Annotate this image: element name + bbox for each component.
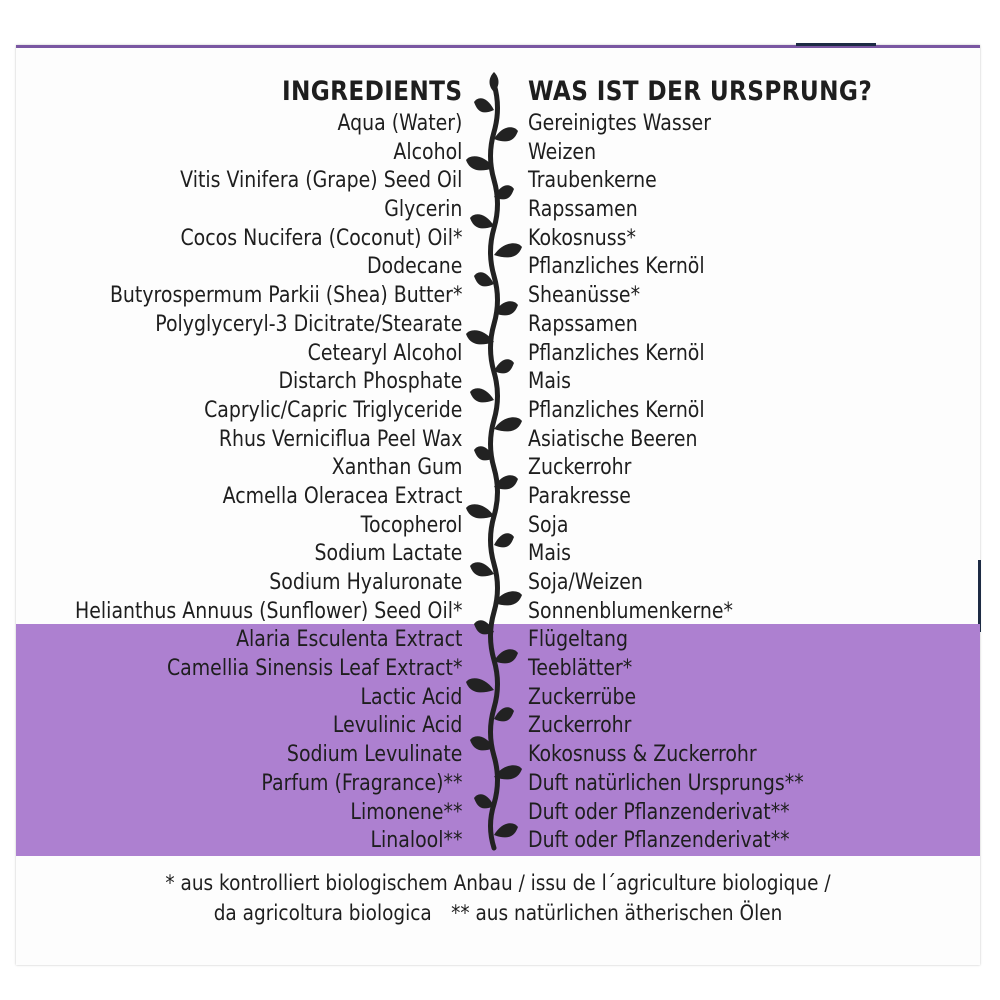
leaf-icon <box>474 446 494 461</box>
origin-column: WAS IST DER URSPRUNG? Gereinigtes Wasser… <box>528 74 928 856</box>
leaf-icon <box>474 272 494 287</box>
ingredient-name: Lactic Acid <box>360 684 462 710</box>
ingredient-origin: Rapssamen <box>528 311 638 337</box>
ingredient-origin: Zuckerrohr <box>528 713 632 739</box>
footnote-line-2: da agricoltura biologica ** aus natürlich… <box>74 898 922 928</box>
ingredient-origin: Pflanzliches Kernöl <box>528 397 705 423</box>
ingredient-name: Camellia Sinensis Leaf Extract* <box>166 656 462 682</box>
leaf-icon <box>494 243 522 258</box>
ingredient-origin: Kokosnuss & Zuckerrohr <box>528 742 757 768</box>
ingredient-origin: Duft oder Pflanzenderivat** <box>528 799 790 825</box>
leaf-icon <box>494 417 522 432</box>
ingredient-origin: Mais <box>528 369 572 395</box>
ingredient-name: Caprylic/Capric Triglyceride <box>203 397 462 423</box>
leaf-icon <box>466 504 494 519</box>
ingredient-name: Cetearyl Alcohol <box>307 340 462 366</box>
footnote-line-1: * aus kontrolliert biologischem Anbau / … <box>165 871 831 895</box>
ingredient-origin: Soja <box>528 512 569 538</box>
ingredient-name: Acmella Oleracea Extract <box>222 483 462 509</box>
ingredient-name: Sodium Hyaluronate <box>268 570 462 595</box>
ingredient-origin: Kokosnuss* <box>528 225 636 251</box>
ingredient-origin: Duft natürlichen Ursprungs** <box>528 770 804 796</box>
package-edge-mark <box>796 43 876 46</box>
ingredient-origin: Rapssamen <box>528 197 638 223</box>
leaf-icon <box>474 620 494 635</box>
ingredient-name: Xanthan Gum <box>331 455 462 481</box>
leaf-icon <box>494 127 518 142</box>
ingredient-origin: Asiatische Beeren <box>528 426 698 452</box>
leaf-icon <box>466 330 494 345</box>
ingredient-origin: Zuckerrohr <box>528 455 632 481</box>
leaf-icon <box>474 98 494 113</box>
ingredient-origin: Zuckerrübe <box>528 684 637 710</box>
highlight-band <box>16 624 980 856</box>
ingredient-name: Tocopherol <box>360 512 462 538</box>
ingredient-name: Aqua (Water) <box>337 111 462 136</box>
leaf-icon <box>494 359 514 374</box>
ingredient-name: Linalool** <box>370 828 462 854</box>
ingredient-name: Cocos Nucifera (Coconut) Oil* <box>180 225 462 251</box>
ingredient-origin: Soja/Weizen <box>528 570 643 595</box>
leaf-icon <box>470 388 494 403</box>
leaf-icon <box>466 156 494 171</box>
ingredient-origin: Duft oder Pflanzenderivat** <box>528 828 790 854</box>
leaf-icon <box>494 533 514 548</box>
ingredient-name: Distarch Phosphate <box>278 369 462 395</box>
ingredient-name: Vitis Vinifera (Grape) Seed Oil <box>179 168 463 194</box>
ingredient-origin: Weizen <box>528 139 597 165</box>
ingredient-name: Sodium Lactate <box>314 541 462 567</box>
ingredient-name: Limonene** <box>350 799 462 825</box>
ingredient-name: Alcohol <box>392 139 462 165</box>
ingredient-origin: Pflanzliches Kernöl <box>528 340 705 366</box>
leaf-icon <box>494 649 518 664</box>
leaf-icon <box>474 794 494 809</box>
ingredient-origin: Mais <box>528 541 572 567</box>
footnote-essential-oils: ** aus natürlichen ätherischen Ölen <box>451 901 783 925</box>
ingredient-name: Polyglyceryl-3 Dicitrate/Stearate <box>154 311 462 337</box>
leaf-icon <box>494 475 518 490</box>
ingredient-origin: Flügeltang <box>528 627 629 653</box>
footnote: * aus kontrolliert biologischem Anbau / … <box>16 868 980 928</box>
leaf-icon <box>494 823 518 838</box>
leaf-icon <box>494 707 514 722</box>
ingredient-name: Glycerin <box>383 197 462 223</box>
ingredient-origin: Traubenkerne <box>528 168 657 194</box>
package-edge-mark <box>978 560 981 632</box>
ingredient-name: Rhus Verniciflua Peel Wax <box>218 426 462 452</box>
leaf-icon <box>494 591 522 606</box>
ingredient-name: Dodecane <box>366 254 462 280</box>
leaf-icon <box>489 72 499 92</box>
ingredient-origin: Sonnenblumenkerne* <box>528 598 733 624</box>
origin-heading: WAS IST DER URSPRUNG? <box>528 76 873 107</box>
leaf-icon <box>494 185 514 200</box>
leaf-icon <box>470 214 494 229</box>
ingredient-name: Sodium Levulinate <box>286 742 462 768</box>
ingredient-name: Levulinic Acid <box>332 713 462 739</box>
leaf-icon <box>470 562 494 577</box>
ingredient-origin: Gereinigtes Wasser <box>528 111 711 136</box>
vine-icon <box>466 72 522 851</box>
ingredient-origin: Teeblätter* <box>528 656 633 682</box>
ingredient-origin: Pflanzliches Kernöl <box>528 254 705 280</box>
ingredient-name: Butyrospermum Parkii (Shea) Butter* <box>109 283 462 309</box>
ingredients-heading: INGREDIENTS <box>281 76 462 107</box>
ingredient-name: Alaria Esculenta Extract <box>235 627 462 653</box>
leaf-icon <box>470 736 494 751</box>
ingredient-origin: Sheanüsse* <box>528 283 641 309</box>
ingredient-name: Parfum (Fragrance)** <box>260 770 462 796</box>
leaf-icon <box>466 678 494 693</box>
ingredient-name: Helianthus Annuus (Sunflower) Seed Oil* <box>74 598 462 624</box>
leaf-icon <box>494 765 522 780</box>
footnote-italian: da agricoltura biologica <box>213 901 432 925</box>
ingredient-origin: Parakresse <box>528 483 631 509</box>
leaf-icon <box>494 301 518 316</box>
